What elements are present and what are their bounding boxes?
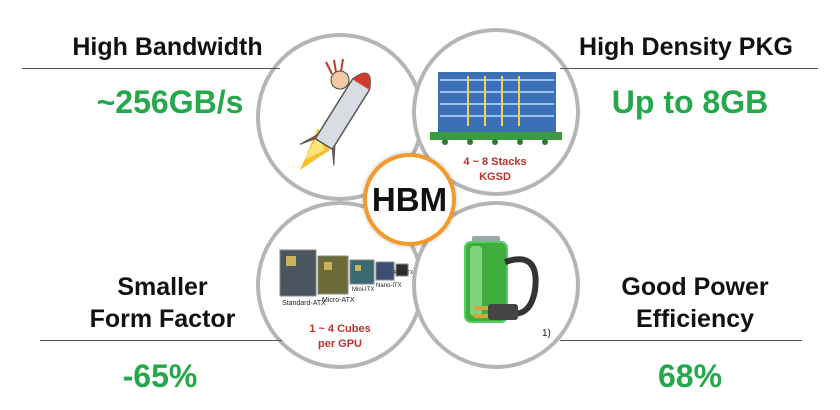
board-label-nano-itx: Nano-ITX: [376, 283, 402, 289]
feature-value-power: 68%: [657, 358, 723, 394]
board-label-mini-itx: Mini-ITX: [352, 287, 375, 293]
feature-value-form-factor: -65%: [122, 358, 198, 394]
hbm-center-circle: HBM: [363, 153, 456, 246]
feature-title-density: High Density PKG: [579, 33, 793, 61]
board-label-pico-itx: Pico-ITX: [394, 270, 414, 276]
feature-value-density: Up to 8GB: [611, 84, 769, 120]
board-label-standard-atx: Standard-ATX: [282, 300, 326, 307]
divider-bottom-right: [560, 340, 802, 341]
feature-title-power: Good Power Efficiency: [621, 273, 769, 333]
feature-value-bandwidth: ~256GB/s: [96, 84, 244, 120]
rocket-icon: [299, 58, 371, 170]
divider-bottom-left: [40, 340, 282, 341]
divider-top-right: [560, 68, 818, 69]
caption-form-factor: 1 ~ 4 Cubes per GPU: [309, 323, 371, 350]
feature-title-form-factor: Smaller Form Factor: [89, 273, 236, 333]
stacked-dram-icon: [430, 72, 562, 145]
caption-density: 4 ~ 8 Stacks KGSD: [463, 156, 527, 183]
motherboards-icon: [279, 249, 409, 297]
footnote-marker: 1): [542, 328, 551, 339]
divider-top-left: [22, 68, 280, 69]
board-label-micro-atx: Micro-ATX: [322, 297, 355, 304]
feature-title-bandwidth: High Bandwidth: [72, 33, 263, 61]
center-label: HBM: [371, 180, 448, 218]
battery-plug-icon: [464, 236, 539, 323]
